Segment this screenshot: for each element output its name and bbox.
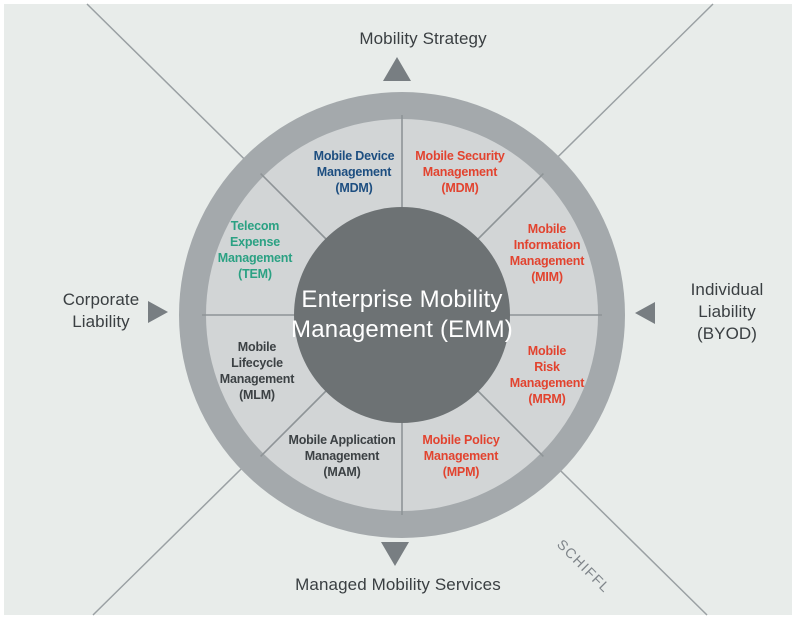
arrow-down-icon — [381, 542, 409, 566]
emm-core-title: Enterprise Mobility Management (EMM) — [291, 286, 513, 343]
axis-label-managed-mobility-services: Managed Mobility Services — [295, 575, 501, 594]
segment-divider-nw — [260, 173, 330, 243]
segment-divider-se — [474, 387, 544, 457]
arrow-left-icon — [635, 302, 655, 324]
segment-label-mobile-application-management: Mobile Application Management (MAM) — [288, 433, 396, 479]
arrow-right-icon — [148, 301, 168, 323]
axis-label-mobility-strategy: Mobility Strategy — [359, 29, 487, 48]
segment-label-mobile-risk-management: Mobile Risk Management (MRM) — [509, 344, 585, 406]
segment-dividers — [202, 115, 602, 515]
segment-label-mobile-policy-management: Mobile Policy Management (MPM) — [422, 433, 500, 479]
segment-divider-ne — [474, 173, 544, 243]
arrow-up-icon — [383, 57, 411, 81]
segment-label-mobile-device-management: Mobile Device Management (MDM) — [313, 149, 395, 195]
segment-label-mobile-security-management: Mobile Security Management (MDM) — [415, 149, 505, 195]
emm-core-circle — [294, 207, 510, 423]
segment-label-telecom-expense-management: Telecom Expense Management (TEM) — [217, 219, 293, 281]
segment-divider-sw — [260, 387, 330, 457]
segment-label-mobile-information-management: Mobile Information Management (MIM) — [509, 222, 585, 284]
segment-label-mobile-lifecycle-management: Mobile Lifecycle Management (MLM) — [219, 340, 295, 402]
axis-label-corporate-liability: Corporate Liability — [62, 290, 140, 331]
axis-label-individual-liability-byod: Individual Liability (BYOD) — [690, 280, 764, 343]
